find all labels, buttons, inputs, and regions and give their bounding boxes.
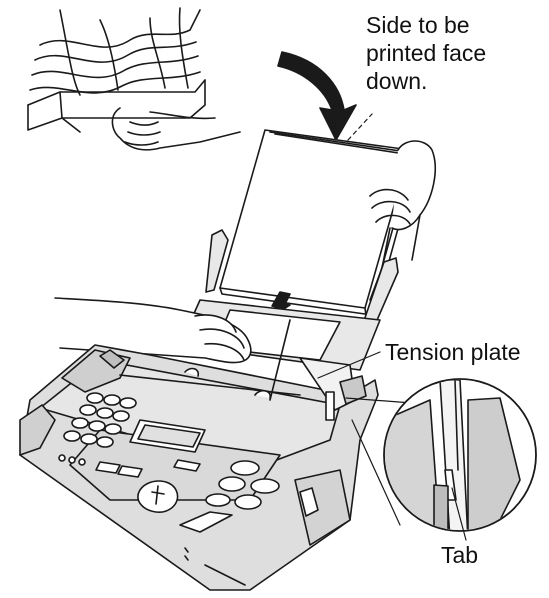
tab-label: Tab: [441, 541, 478, 569]
paper-stack: [220, 114, 435, 316]
side-label-line3: down.: [366, 67, 486, 95]
side-label-line1: Side to be: [366, 11, 486, 39]
fanning-paper-inset: [28, 8, 240, 150]
tension-plate-label: Tension plate: [385, 338, 521, 366]
curved-arrow-icon: [278, 52, 356, 140]
side-to-be-printed-label: Side to be printed face down.: [366, 11, 486, 95]
side-label-line2: printed face: [366, 39, 486, 67]
